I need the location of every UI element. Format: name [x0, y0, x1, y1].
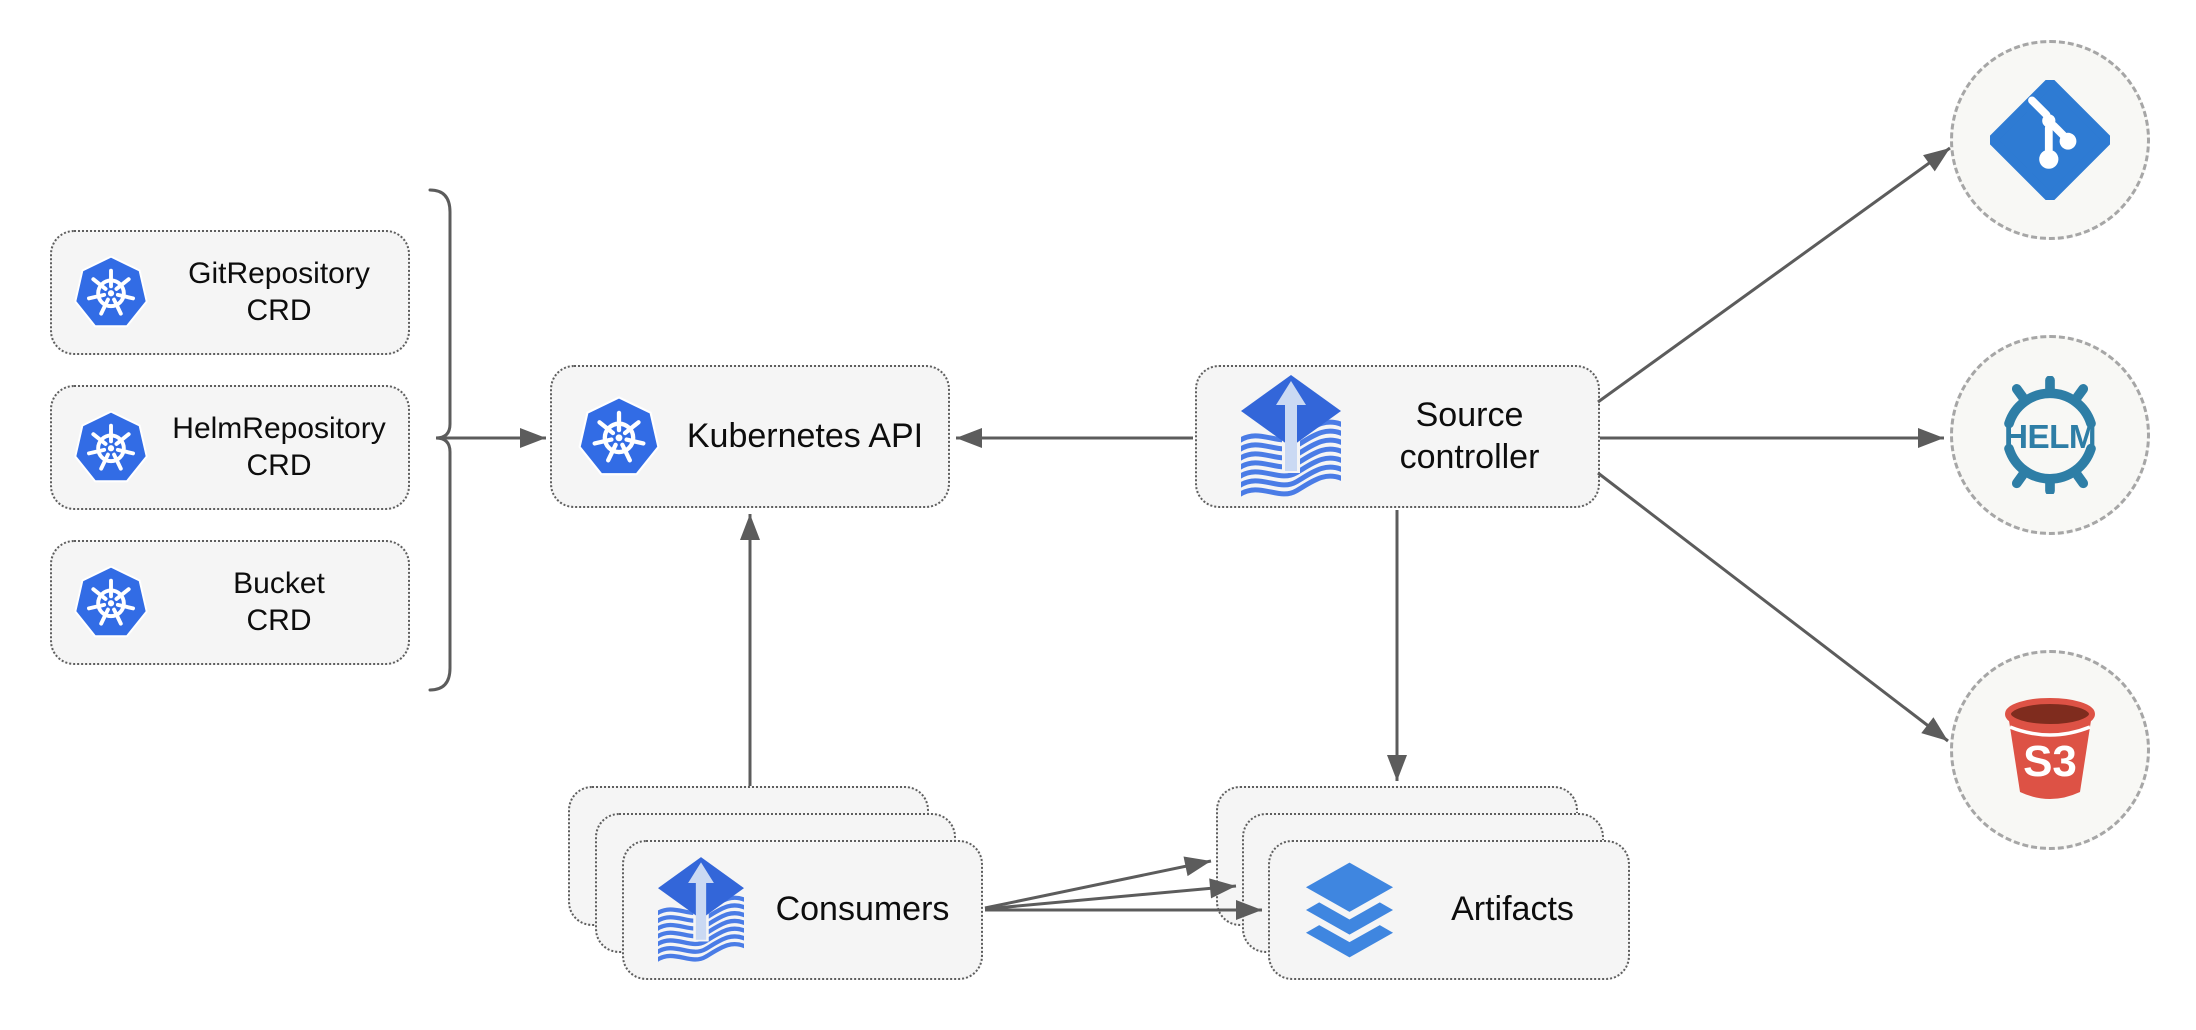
arrow-consumers-to-artifacts-1: [984, 856, 1212, 910]
arrow-source-controller-to-git: [1597, 146, 1951, 404]
node-gitrepository-crd: GitRepository CRD: [50, 230, 410, 355]
label-line2: controller: [1399, 437, 1540, 476]
node-consumers: Consumers: [622, 840, 983, 980]
node-artifacts: Artifacts: [1268, 840, 1630, 980]
external-s3-circle: S3: [1950, 650, 2150, 850]
label-line2: CRD: [246, 603, 312, 637]
flux-icon: [1241, 375, 1341, 499]
flux-icon: [658, 857, 744, 964]
arrow-consumers-to-artifacts-2: [984, 878, 1237, 911]
kubernetes-icon: [72, 562, 150, 643]
label-line1: Source: [1415, 396, 1524, 435]
kubernetes-icon: [72, 407, 150, 488]
node-label: Consumers: [775, 890, 950, 929]
layers-icon: [1302, 857, 1397, 963]
node-label: GitRepository CRD: [150, 256, 408, 329]
node-label: HelmRepository CRD: [150, 411, 408, 484]
node-label: Artifacts: [1451, 890, 1574, 929]
label-line1: HelmRepository: [172, 411, 386, 445]
s3-icon: S3: [2005, 698, 2095, 799]
s3-label: S3: [2023, 737, 2077, 786]
label-line1: Bucket: [233, 566, 325, 600]
arrow-source-controller-to-s3: [1597, 471, 1949, 743]
node-label: Source controller: [1341, 395, 1598, 478]
node-helmrepository-crd: HelmRepository CRD: [50, 385, 410, 510]
git-icon: [1990, 80, 2110, 200]
node-bucket-crd: Bucket CRD: [50, 540, 410, 665]
helm-label: HELM: [2004, 419, 2096, 456]
external-helm-circle: HELM: [1950, 335, 2150, 535]
helm-icon: HELM: [2004, 376, 2097, 494]
label-line2: CRD: [246, 293, 312, 327]
node-kubernetes-api: Kubernetes API: [550, 365, 950, 508]
label-line2: CRD: [246, 448, 312, 482]
node-label: Kubernetes API: [686, 416, 924, 455]
crd-group-bracket: [428, 188, 452, 692]
kubernetes-icon: [576, 392, 662, 482]
node-label: Bucket CRD: [150, 566, 408, 639]
kubernetes-icon: [72, 252, 150, 333]
external-git-circle: [1950, 40, 2150, 240]
node-source-controller: Source controller: [1195, 365, 1600, 508]
label-line1: GitRepository: [188, 256, 370, 290]
